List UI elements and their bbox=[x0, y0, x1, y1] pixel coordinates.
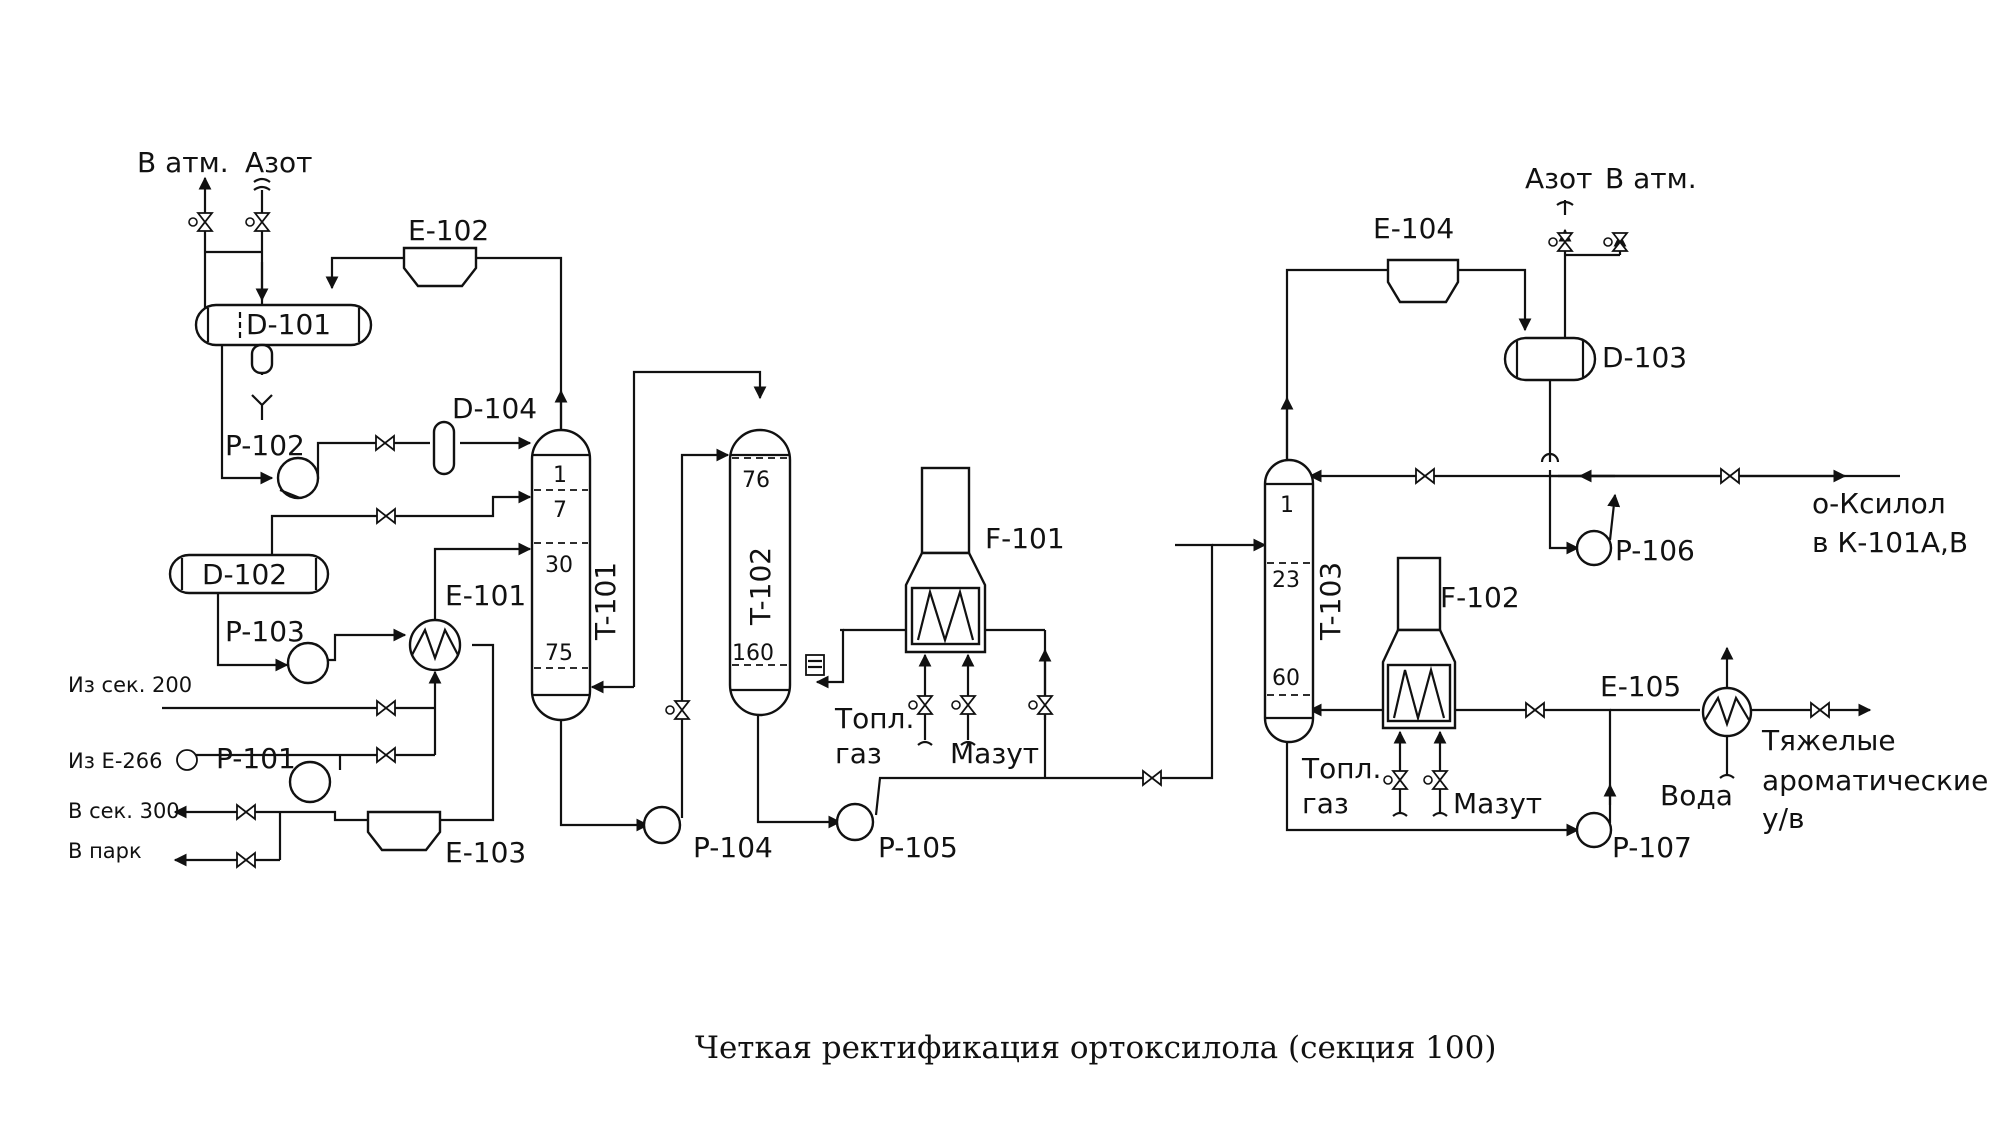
label-p105: P-105 bbox=[878, 831, 958, 864]
control-box-icon bbox=[805, 654, 825, 676]
tray-label: 30 bbox=[545, 553, 573, 578]
label-fuel-oil-2: Мазут bbox=[1453, 787, 1542, 820]
label-p106: P-106 bbox=[1615, 534, 1695, 567]
tray-label: 7 bbox=[553, 498, 567, 523]
label-d102: D-102 bbox=[202, 558, 287, 591]
valve-icon[interactable] bbox=[951, 695, 976, 715]
tray-label: 160 bbox=[732, 641, 774, 666]
label-p104: P-104 bbox=[693, 831, 773, 864]
column-t101[interactable] bbox=[530, 428, 592, 722]
label-e102: E-102 bbox=[408, 214, 489, 247]
label-from-e266: Из Е-266 bbox=[68, 749, 162, 773]
label-e104: E-104 bbox=[1373, 212, 1454, 245]
valve-icon[interactable] bbox=[375, 435, 395, 451]
valve-icon[interactable] bbox=[376, 508, 396, 524]
vessel-d104[interactable] bbox=[432, 420, 456, 476]
label-fuel-gas-1b: газ bbox=[835, 737, 882, 770]
air-cooler-e103[interactable] bbox=[366, 810, 442, 852]
air-cooler-e102[interactable] bbox=[402, 246, 478, 288]
label-fuel-gas-1a: Топл. bbox=[834, 702, 914, 735]
label-f102: F-102 bbox=[1440, 581, 1520, 614]
drum-d102[interactable] bbox=[168, 553, 330, 595]
valve-icon[interactable] bbox=[1810, 702, 1830, 718]
furnace-f102-coil bbox=[1386, 663, 1452, 723]
tray-label: 75 bbox=[545, 641, 573, 666]
tray-label: 1 bbox=[1280, 493, 1294, 518]
label-fuel-gas-2a: Топл. bbox=[1301, 752, 1381, 785]
tray-label: 76 bbox=[742, 468, 770, 493]
label-nitrogen-left: Азот bbox=[245, 146, 312, 179]
label-from-sec200: Из сек. 200 bbox=[68, 673, 192, 697]
pump-p107[interactable] bbox=[1575, 811, 1613, 849]
label-p102: P-102 bbox=[225, 429, 305, 462]
valve-icon[interactable] bbox=[1423, 770, 1448, 790]
tray-label: 1 bbox=[553, 463, 567, 488]
pump-p103[interactable] bbox=[286, 641, 330, 685]
labels: В атм. Азот E-102 D-101 D-104 P-102 D-10… bbox=[68, 146, 1988, 1066]
label-p107: P-107 bbox=[1612, 831, 1692, 864]
column-t102[interactable] bbox=[728, 428, 792, 717]
label-d104: D-104 bbox=[452, 392, 537, 425]
valve-icon[interactable] bbox=[1548, 232, 1573, 252]
valve-icon[interactable] bbox=[1383, 770, 1408, 790]
tray-label: 60 bbox=[1272, 666, 1300, 691]
air-cooler-e104[interactable] bbox=[1386, 258, 1460, 304]
label-t103: T-103 bbox=[1314, 562, 1347, 641]
label-p101: P-101 bbox=[216, 742, 296, 775]
label-to-atm-left: В атм. bbox=[137, 146, 229, 179]
label-heavy-a: Тяжелые bbox=[1761, 724, 1896, 757]
pump-p104[interactable] bbox=[642, 805, 682, 845]
tray-label: 23 bbox=[1272, 568, 1300, 593]
label-to-sec300: В сек. 300 bbox=[68, 799, 180, 823]
label-to-atm-right: В атм. bbox=[1605, 162, 1697, 195]
furnace-f101-stack bbox=[920, 466, 971, 555]
valve-icon[interactable] bbox=[1603, 232, 1628, 252]
valve-icon[interactable] bbox=[1142, 770, 1162, 786]
furnace-f102-stack bbox=[1396, 556, 1442, 632]
valve-icon[interactable] bbox=[1720, 468, 1740, 484]
pump-p101[interactable] bbox=[288, 760, 332, 804]
valve-icon[interactable] bbox=[1028, 695, 1053, 715]
pump-p106[interactable] bbox=[1575, 529, 1613, 567]
label-e103: E-103 bbox=[445, 836, 526, 869]
exchanger-e105[interactable] bbox=[1701, 686, 1753, 738]
label-d103: D-103 bbox=[1602, 341, 1687, 374]
label-fuel-gas-2b: газ bbox=[1302, 787, 1349, 820]
diagram-caption: Четкая ректификация ортоксилола (секция … bbox=[695, 1030, 1496, 1066]
valve-icon[interactable] bbox=[236, 804, 256, 820]
valve-icon[interactable] bbox=[665, 700, 690, 720]
valve-icon[interactable] bbox=[376, 747, 396, 763]
column-t103[interactable] bbox=[1263, 458, 1315, 744]
valve-icon[interactable] bbox=[1525, 702, 1545, 718]
label-nitrogen-right: Азот bbox=[1525, 162, 1592, 195]
valve-icon[interactable] bbox=[245, 212, 270, 232]
label-heavy-b: ароматические bbox=[1762, 764, 1988, 797]
label-e105: E-105 bbox=[1600, 670, 1681, 703]
label-t102: T-102 bbox=[744, 547, 777, 626]
label-d101: D-101 bbox=[246, 308, 331, 341]
label-e101: E-101 bbox=[445, 579, 526, 612]
label-fuel-oil-1: Мазут bbox=[950, 737, 1039, 770]
valve-icon[interactable] bbox=[376, 700, 396, 716]
label-to-park: В парк bbox=[68, 839, 142, 863]
label-water: Вода bbox=[1660, 779, 1733, 812]
valve-icon[interactable] bbox=[236, 852, 256, 868]
label-f101: F-101 bbox=[985, 522, 1065, 555]
valve-icon[interactable] bbox=[188, 212, 213, 232]
label-t101: T-101 bbox=[589, 562, 622, 641]
valve-icon[interactable] bbox=[1415, 468, 1435, 484]
label-p103: P-103 bbox=[225, 615, 305, 648]
instrument-icon bbox=[176, 749, 198, 771]
pump-p105[interactable] bbox=[835, 802, 875, 842]
label-o-xylene-a: о-Ксилол bbox=[1812, 487, 1946, 520]
drum-d103[interactable] bbox=[1503, 336, 1597, 382]
label-o-xylene-b: в К-101А,В bbox=[1812, 526, 1968, 559]
boot-d101 bbox=[250, 343, 274, 375]
label-cw: у/в bbox=[1762, 802, 1805, 835]
equipment bbox=[168, 246, 1753, 852]
